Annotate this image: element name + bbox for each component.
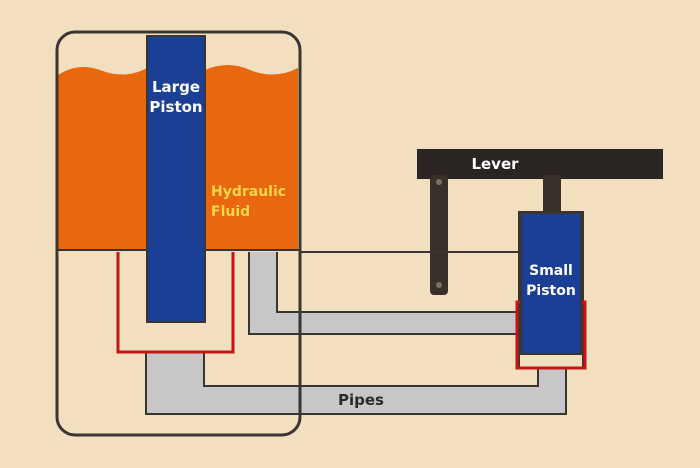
pipe-upper-outline (248, 252, 519, 335)
hydraulic-fluid-label-1: Hydraulic (211, 184, 286, 200)
large-piston-label-2: Piston (149, 98, 202, 116)
hydraulic-fluid-region (58, 66, 147, 250)
lever-pivot-bottom (436, 282, 442, 288)
pipe-upper (249, 312, 519, 334)
pipes-label: Pipes (338, 391, 384, 409)
large-piston-label-1: Large (152, 78, 200, 96)
small-piston-label-1: Small (529, 263, 573, 279)
large-piston (146, 35, 206, 323)
lever-label: Lever (471, 155, 519, 173)
pipe-bottom (146, 386, 566, 414)
pipe-vertical-right (538, 368, 566, 414)
lever-arm-left (430, 175, 448, 295)
hydraulic-fluid-label-2: Fluid (211, 204, 250, 220)
lever-beam (417, 149, 663, 179)
large-cylinder (55, 30, 302, 437)
lever-pivot-top (436, 179, 442, 185)
pipe-outline (145, 352, 567, 415)
lever-arm-right (543, 175, 561, 213)
small-piston (520, 212, 582, 355)
small-piston-label-2: Piston (526, 283, 576, 299)
hydraulic-fluid-region-right (205, 65, 298, 250)
large-piston-seal (116, 252, 235, 354)
